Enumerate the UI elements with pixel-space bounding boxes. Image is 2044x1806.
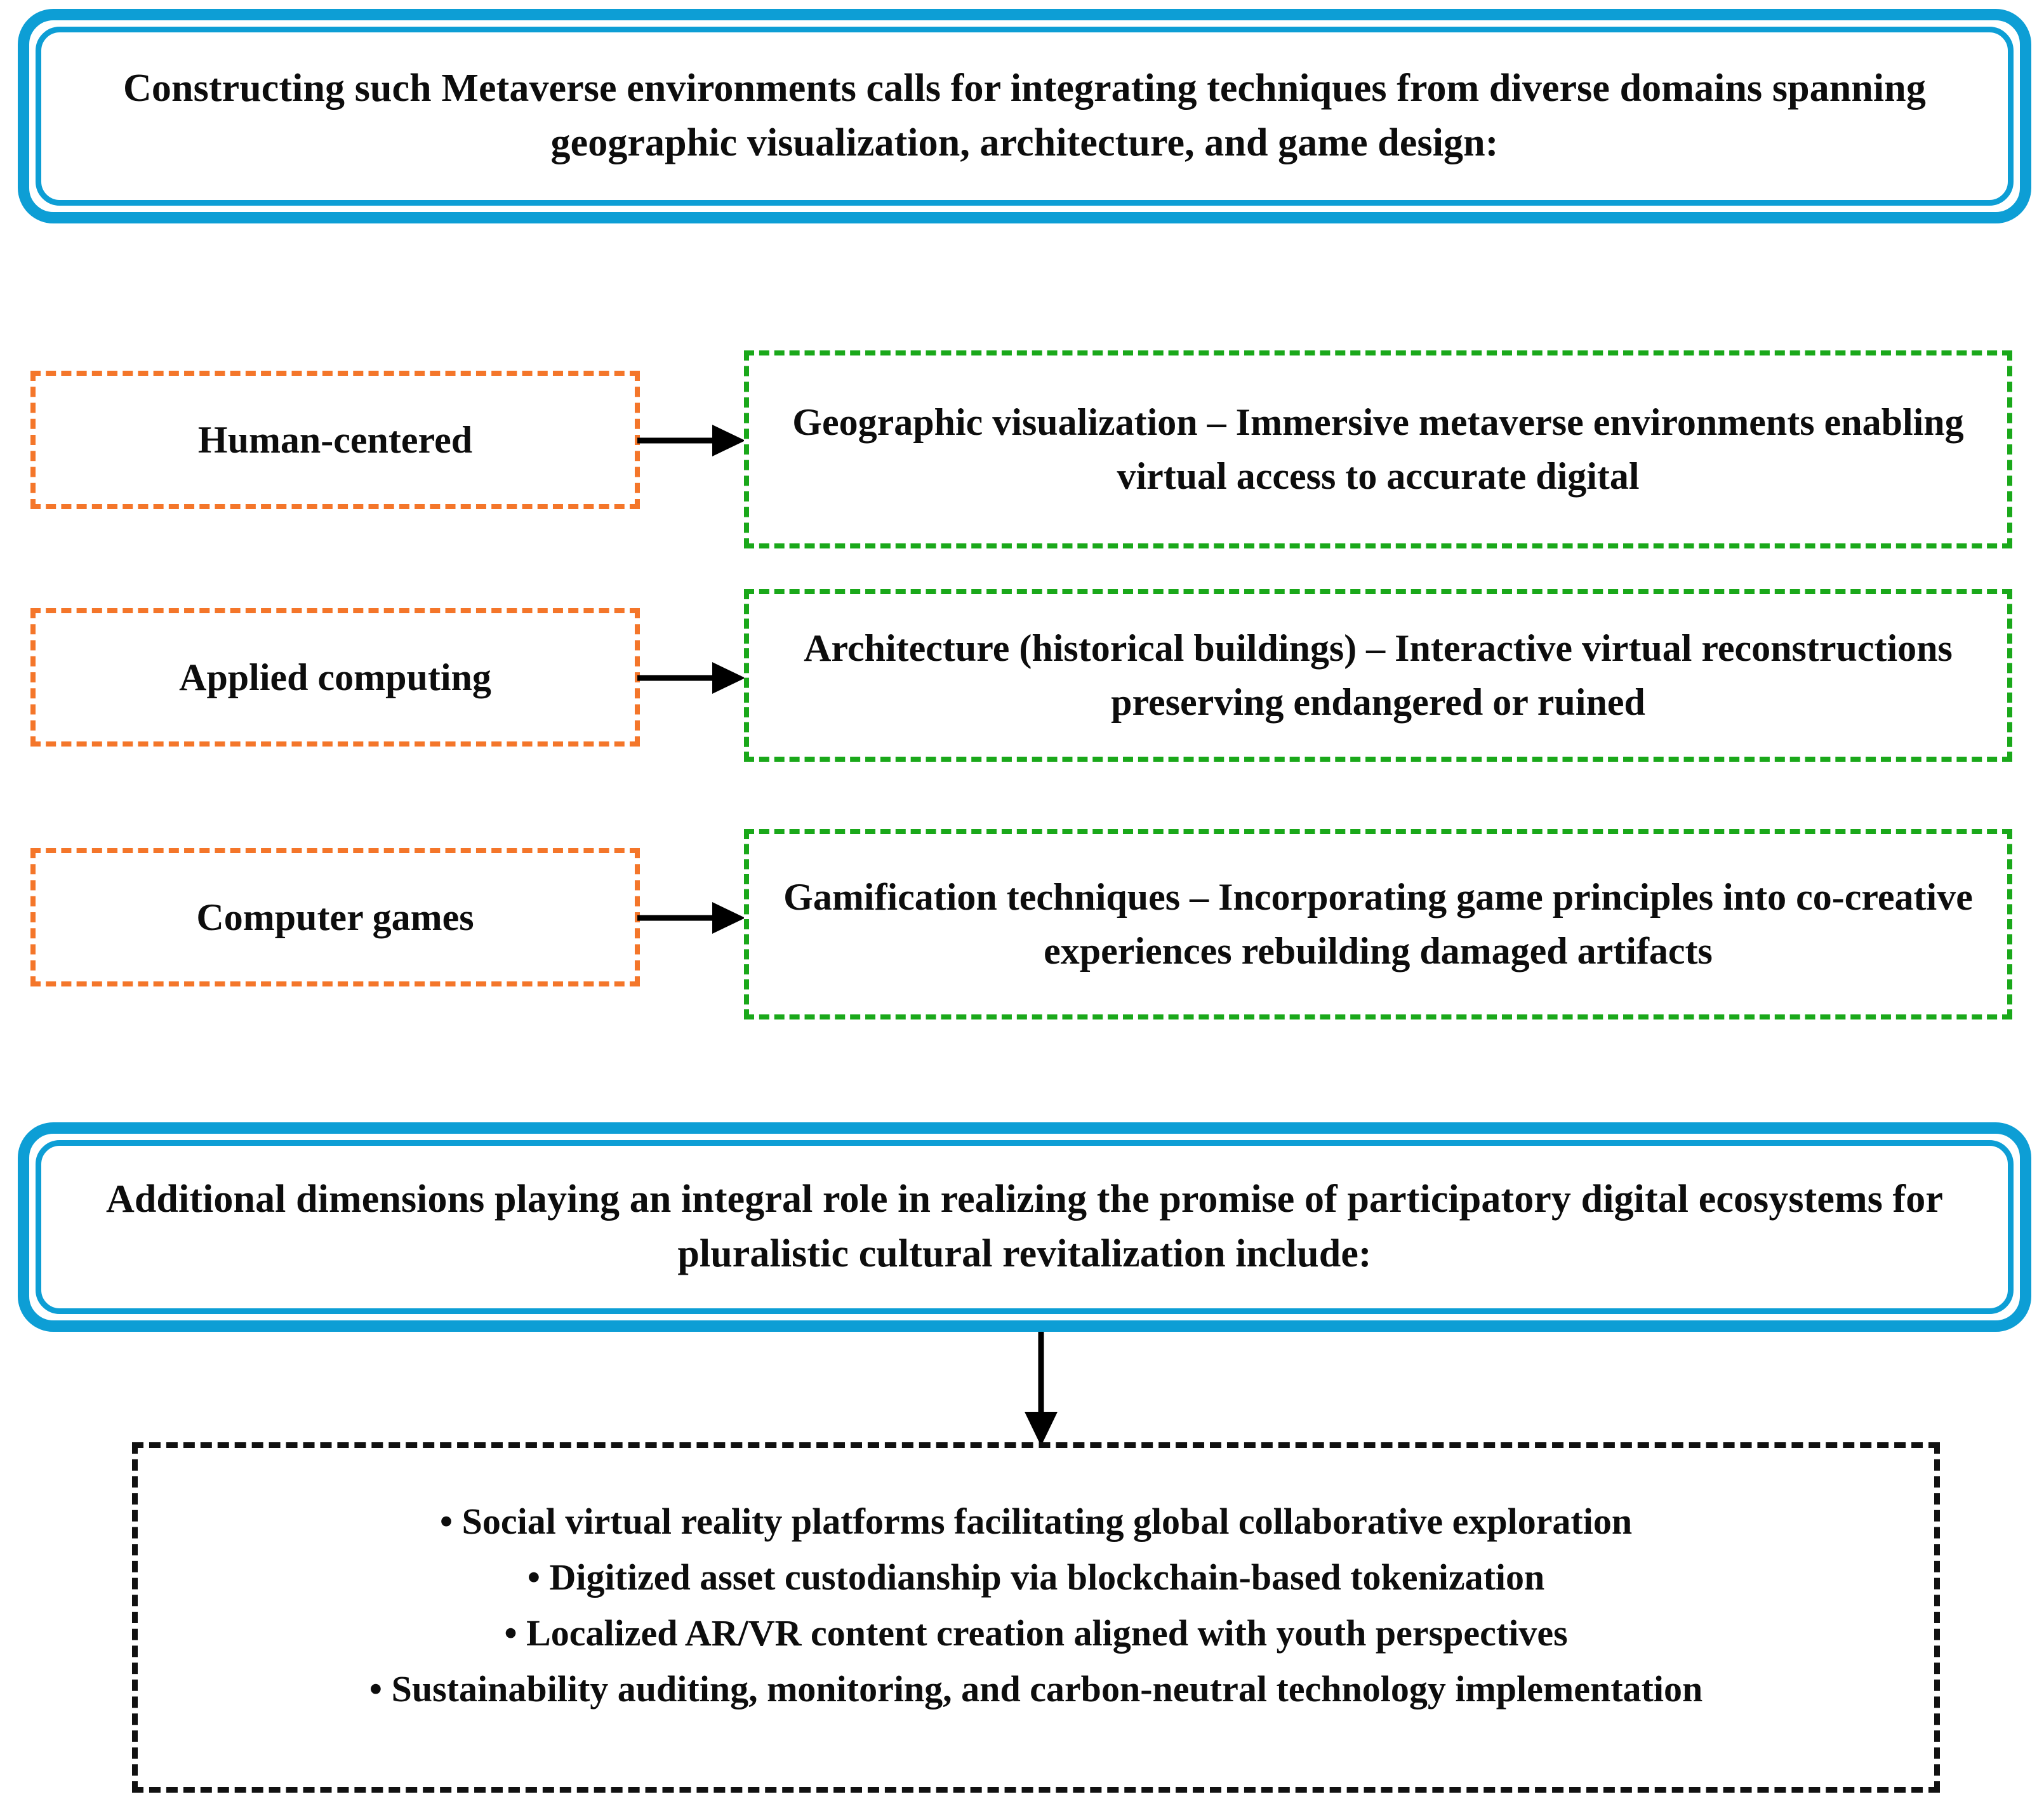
domain-box-label: Computer games bbox=[196, 896, 474, 938]
technique-box-architecture: Architecture (historical buildings) – In… bbox=[744, 589, 2012, 762]
arrow-human-centered-to-geographic-visualization bbox=[637, 420, 747, 461]
additional-dimensions-box: • Social virtual reality platforms facil… bbox=[132, 1442, 1940, 1793]
domain-box-computer-games: Computer games bbox=[30, 848, 640, 986]
list-item: • Digitized asset custodianship via bloc… bbox=[527, 1557, 1545, 1598]
top-banner-inner-frame: Constructing such Metaverse environments… bbox=[36, 27, 2014, 206]
domain-box-applied-computing: Applied computing bbox=[30, 608, 640, 747]
technique-box-label: Geographic visualization – Immersive met… bbox=[792, 401, 1964, 497]
bottom-banner-text: Additional dimensions playing an integra… bbox=[105, 1178, 1944, 1275]
domain-box-label: Applied computing bbox=[179, 656, 491, 698]
arrow-computer-games-to-gamification bbox=[637, 897, 747, 939]
bottom-banner: Additional dimensions playing an integra… bbox=[18, 1122, 2031, 1332]
arrow-bottom-banner-to-dimensions-list bbox=[1016, 1332, 1066, 1447]
domain-box-label: Human-centered bbox=[197, 419, 473, 461]
list-item: • Sustainability auditing, monitoring, a… bbox=[369, 1668, 1703, 1710]
technique-box-geographic-visualization: Geographic visualization – Immersive met… bbox=[744, 350, 2012, 548]
technique-box-gamification: Gamification techniques – Incorporating … bbox=[744, 829, 2012, 1019]
technique-box-label: Architecture (historical buildings) – In… bbox=[804, 627, 1953, 723]
additional-dimensions-list: • Social virtual reality platforms facil… bbox=[138, 1448, 1934, 1718]
bottom-banner-inner-frame: Additional dimensions playing an integra… bbox=[36, 1140, 2014, 1314]
list-item: • Localized AR/VR content creation align… bbox=[504, 1612, 1568, 1654]
arrow-applied-computing-to-architecture bbox=[637, 657, 747, 699]
domain-box-human-centered: Human-centered bbox=[30, 371, 640, 509]
top-banner-text: Constructing such Metaverse environments… bbox=[123, 67, 1926, 164]
list-item: • Social virtual reality platforms facil… bbox=[439, 1501, 1633, 1542]
technique-box-label: Gamification techniques – Incorporating … bbox=[783, 875, 1973, 972]
top-banner: Constructing such Metaverse environments… bbox=[18, 9, 2031, 223]
